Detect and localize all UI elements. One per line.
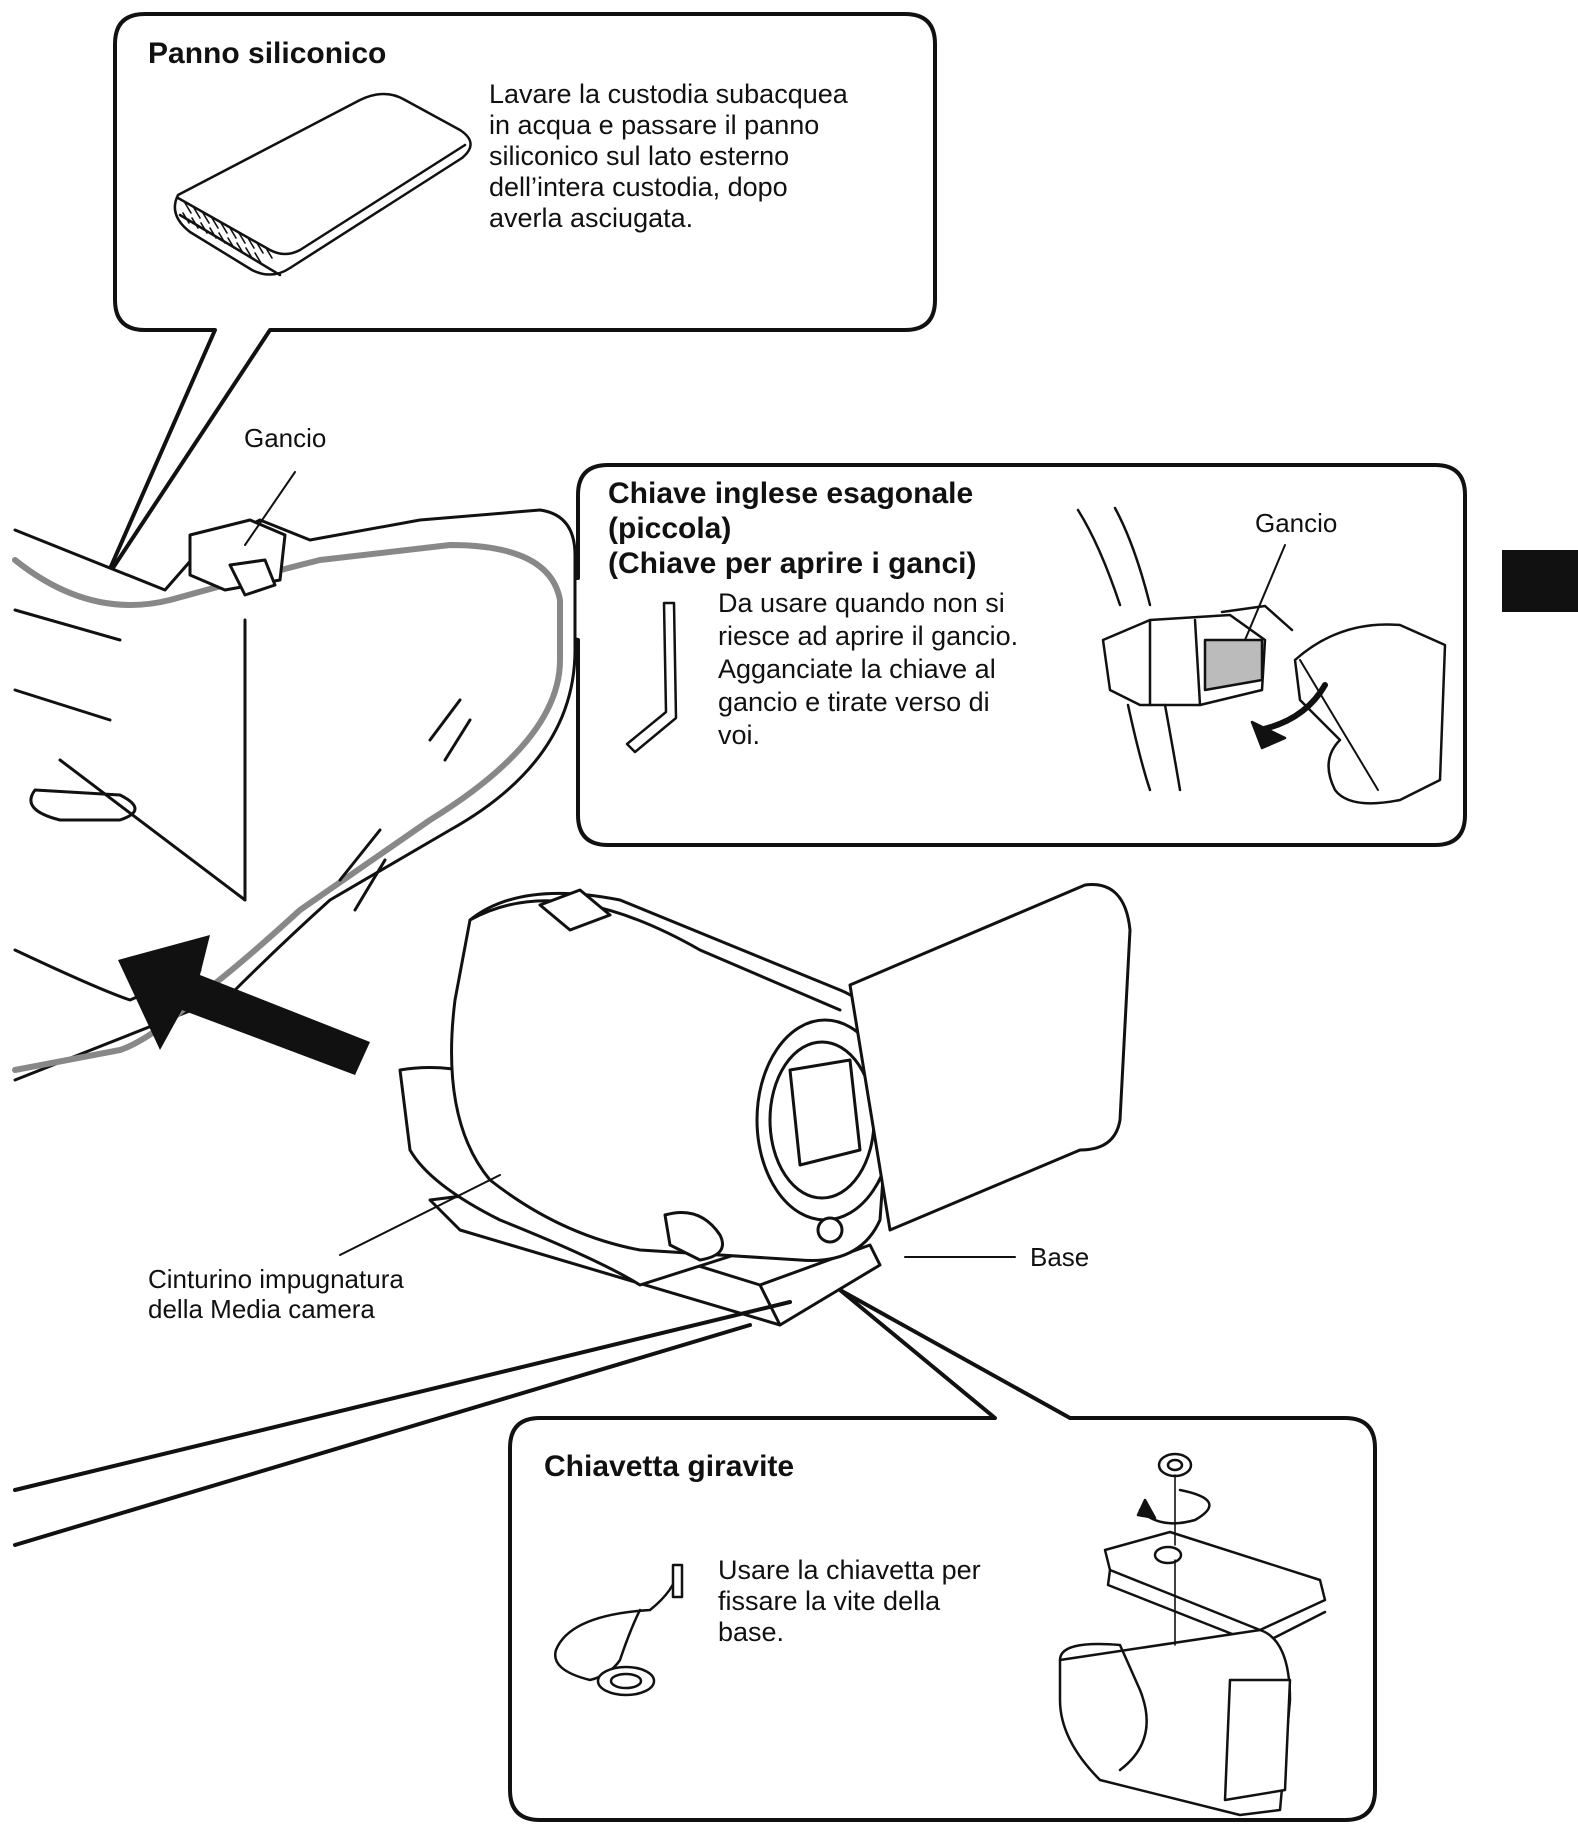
lanyard-lines: [13, 1300, 792, 1547]
callout-panno-body: Lavare la custodia subacquea in acqua e …: [489, 79, 848, 233]
callout-chiave-frame: [288, 463, 1467, 847]
hex-key-drawing: [625, 601, 678, 754]
callout-chiave-body: Da usare quando non si riesce ad aprire …: [718, 588, 1019, 750]
screwdriver-key-drawing: [553, 1563, 684, 1697]
callout-panno-title: Panno siliconico: [148, 37, 387, 70]
callout-chiave-hook-label: Gancio: [1255, 508, 1338, 538]
silicone-cloth-drawing: [173, 92, 472, 277]
section-tab-marker: [1502, 550, 1578, 612]
base-label: Base: [1030, 1242, 1090, 1272]
clip-hand-drawing: [1076, 506, 1447, 805]
gancio-leader-left: [244, 471, 296, 546]
callout-chiavetta-title: Chiavetta giravite: [544, 1450, 795, 1483]
insert-arrow: [118, 935, 370, 1075]
gancio-label: Gancio: [244, 423, 327, 453]
cinturino-label: Cinturino impugnatura della Media camera: [148, 1264, 404, 1324]
cinturino-leader: [339, 1174, 501, 1256]
base-screw-drawing: [1058, 1452, 1327, 1817]
callout-chiave-title: Chiave inglese esagonale (piccola) (Chia…: [608, 477, 977, 580]
underwater-housing-drawing: [12, 508, 577, 1082]
callout-chiavetta-body: Usare la chiavetta per fissare la vite d…: [718, 1555, 981, 1647]
media-camera-drawing: [398, 883, 1132, 1327]
gancio-leader-right: [1244, 544, 1286, 641]
